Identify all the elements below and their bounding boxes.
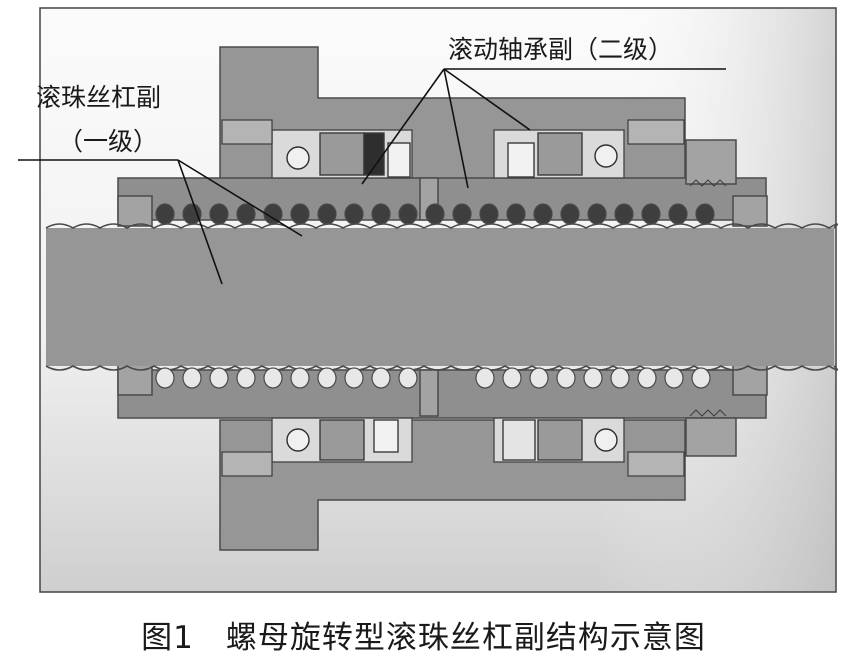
screw-pair-label: 滚珠丝杠副 (36, 83, 162, 112)
screw-ball (263, 367, 283, 389)
screw-ball (263, 203, 283, 225)
screw-ball (344, 367, 364, 389)
screw-ball (506, 203, 526, 225)
bearing-pair-label: 滚动轴承副（二级） (448, 35, 674, 64)
screw-ball (668, 203, 688, 225)
screw-ball (610, 367, 630, 389)
screw-ball (290, 367, 310, 389)
screw-ball (556, 367, 576, 389)
screw-ball (182, 367, 202, 389)
screw-ball (344, 203, 364, 225)
screw-ball (317, 203, 337, 225)
screw-ball (664, 367, 684, 389)
screw-ball (236, 203, 256, 225)
bearing-balls (286, 144, 618, 452)
bearing-rollers (319, 132, 583, 461)
screw-ball (155, 367, 175, 389)
screw-ball (425, 203, 445, 225)
screw-ball (691, 367, 711, 389)
screw-pair-level-label: （一级） (58, 127, 159, 156)
leader-lines (18, 68, 726, 285)
screw-ball (529, 367, 549, 389)
screw-ball (637, 367, 657, 389)
screw-ball (182, 203, 202, 225)
screw-shaft (45, 223, 839, 371)
screw-ball (452, 203, 472, 225)
screw-ball (155, 203, 175, 225)
screw-balls-bottom (155, 367, 711, 389)
screw-ball (317, 367, 337, 389)
screw-ball (475, 367, 495, 389)
screw-ball (587, 203, 607, 225)
screw-ball (533, 203, 553, 225)
screw-ball (695, 203, 715, 225)
screw-ball (614, 203, 634, 225)
screw-ball (371, 203, 391, 225)
screw-ball (479, 203, 499, 225)
figure-caption: 图1 螺母旋转型滚珠丝杠副结构示意图 (141, 620, 706, 656)
end-caps (117, 139, 768, 457)
screw-ball (290, 203, 310, 225)
screw-ball (560, 203, 580, 225)
screw-ball (398, 367, 418, 389)
screw-ball (583, 367, 603, 389)
screw-ball (236, 367, 256, 389)
lock-thread (689, 179, 727, 417)
screw-ball (398, 203, 418, 225)
screw-ball (641, 203, 661, 225)
screw-ball (209, 367, 229, 389)
screw-ball (502, 367, 522, 389)
seals (221, 119, 685, 477)
screw-balls-top (155, 203, 715, 225)
screw-ball (209, 203, 229, 225)
screw-ball (371, 367, 391, 389)
